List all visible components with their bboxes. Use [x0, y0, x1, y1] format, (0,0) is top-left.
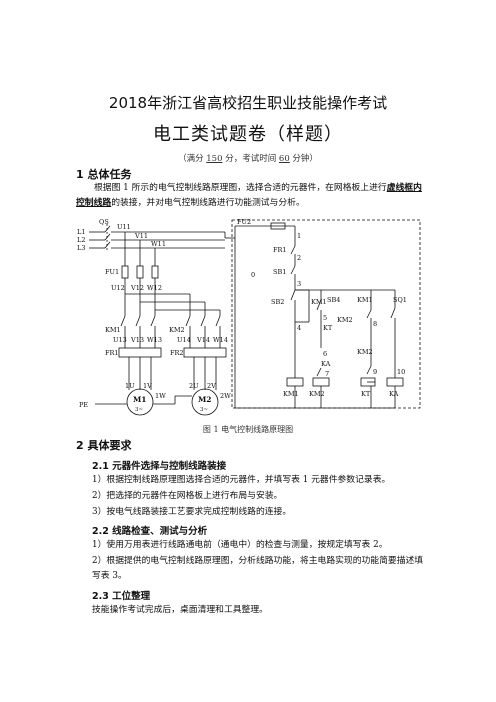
label-node-10: 10	[397, 368, 405, 376]
label-L1: L1	[77, 228, 85, 236]
label-KM1-seal: KM1	[311, 298, 327, 306]
score-value: 150	[206, 154, 223, 164]
label-KA-aux: KA	[321, 360, 331, 368]
section22-heading: 2.2 线路检查、测试与分析	[92, 526, 208, 537]
label-SB4: SB4	[327, 296, 340, 304]
label-node-6: 6	[323, 350, 327, 358]
section22-item2: 2）根据提供的电气控制线路原理图，分析线路功能，将主电路实现的功能简要描述填写表…	[92, 556, 424, 581]
exam-meta: （满分 150 分，考试时间 60 分钟）	[178, 154, 318, 164]
label-U11: U11	[117, 223, 131, 231]
section23-heading: 2.3 工位整理	[92, 591, 151, 602]
label-W13: W13	[147, 336, 162, 344]
section23-item1: 技能操作考试完成后，桌面清理和工具整理。	[92, 605, 268, 615]
label-U12: U12	[111, 284, 125, 292]
label-node-9: 9	[373, 368, 377, 376]
time-value: 60	[278, 154, 290, 164]
figure-caption: 图 1 电气控制线路原理图	[202, 425, 294, 434]
label-2V: 2V	[207, 382, 216, 390]
label-node-0: 0	[251, 271, 255, 279]
label-1W: 1W	[155, 392, 166, 400]
section2-heading: 2 具体要求	[76, 439, 132, 452]
label-M1: M1	[133, 395, 147, 404]
label-W11: W11	[151, 240, 166, 248]
emphasis-text: 虚线框内控制线路	[76, 183, 422, 208]
exam-subtitle: 电工类试题卷（样题）	[153, 124, 343, 145]
label-KM2-aux2: KM2	[357, 348, 373, 356]
label-1V: 1V	[143, 382, 152, 390]
section1-paragraph: 根据图 1 所示的电气控制线路原理图，选择合适的元器件，在网格板上进行虚线框内控…	[76, 183, 422, 208]
label-W12: W12	[147, 284, 162, 292]
label-node-7: 7	[325, 370, 329, 378]
label-1U: 1U	[125, 382, 135, 390]
label-W14: W14	[213, 336, 228, 344]
label-node-3: 3	[297, 280, 301, 288]
label-V12: V12	[130, 284, 144, 292]
label-KM2-aux: KM2	[337, 316, 353, 324]
section1-heading: 1 总体任务	[76, 168, 132, 181]
label-node-4: 4	[297, 324, 301, 332]
label-L3: L3	[77, 244, 85, 252]
label-FR1-nc: FR1	[273, 246, 287, 254]
label-M2-phase: 3~	[200, 407, 208, 413]
label-KM1-aux: KM1	[357, 296, 373, 304]
label-M2: M2	[198, 395, 212, 404]
circuit-diagram: L1 L2 L3 QS U11 V11 W11 FU1 U12 V12 W12 …	[77, 218, 421, 416]
label-KM1-coil: KM1	[283, 390, 299, 398]
section21-heading: 2.1 元器件选择与控制线路装接	[92, 461, 227, 472]
label-FU1: FU1	[105, 268, 119, 276]
label-node-2: 2	[297, 254, 301, 262]
label-KM1-main: KM1	[105, 326, 121, 334]
label-2W: 2W	[220, 392, 231, 400]
label-V11: V11	[134, 232, 148, 240]
label-V13: V13	[130, 336, 144, 344]
label-KT-coil: KT	[361, 390, 371, 398]
label-QS: QS	[99, 218, 109, 226]
section22-item1: 1）使用万用表进行线路通电前（通电中）的检查与测量，按规定填写表 2。	[92, 540, 388, 550]
label-V14: V14	[196, 336, 210, 344]
label-L2: L2	[77, 236, 85, 244]
label-FR1: FR1	[105, 349, 119, 357]
label-FR2: FR2	[170, 349, 184, 357]
section21-item1: 1）根据控制线路原理图选择合适的元器件，并填写表 1 元器件参数记录表。	[92, 475, 391, 485]
section21-item3: 3）按电气线路装接工艺要求完成控制线路的连接。	[92, 507, 292, 517]
label-SB2: SB2	[271, 298, 284, 306]
label-U14: U14	[177, 336, 191, 344]
section21-item2: 2）把选择的元器件在网格板上进行布局与安装。	[92, 491, 283, 501]
label-SB1: SB1	[273, 268, 286, 276]
label-node-1: 1	[297, 232, 301, 240]
label-node-5: 5	[323, 314, 327, 322]
label-KA-coil: KA	[389, 390, 399, 398]
label-node-8: 8	[373, 320, 377, 328]
label-PE: PE	[79, 401, 88, 409]
label-U13: U13	[113, 336, 127, 344]
label-KT-aux: KT	[323, 324, 333, 332]
label-2U: 2U	[189, 382, 199, 390]
label-FU2: FU2	[237, 218, 251, 226]
label-KM2-coil: KM2	[309, 390, 325, 398]
exam-title: 2018年浙江省高校招生职业技能操作考试	[108, 94, 388, 112]
label-M1-phase: 3~	[135, 407, 143, 413]
label-SQ1: SQ1	[393, 296, 407, 304]
label-KM2-main: KM2	[169, 326, 185, 334]
